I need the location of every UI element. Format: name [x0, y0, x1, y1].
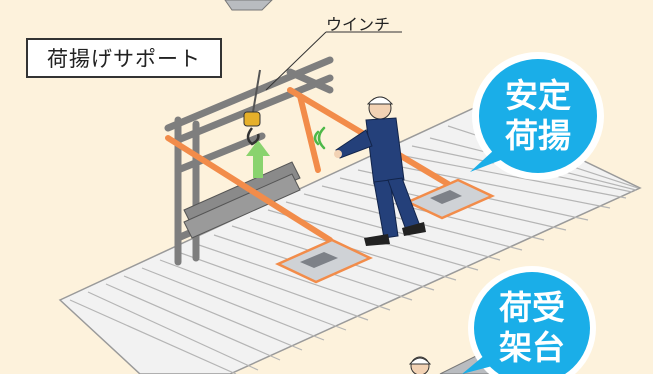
partial-panel-top — [224, 0, 273, 11]
remote-signal — [313, 126, 326, 150]
title-label: 荷揚げサポート — [26, 38, 222, 78]
worker-partial — [408, 356, 432, 374]
badge-top-line2: 荷揚 — [505, 116, 571, 155]
badge-bottom-shape — [462, 266, 596, 374]
badge-bottom-line1: 荷受 — [499, 288, 565, 327]
winch-hook — [243, 69, 261, 146]
lift-arrow — [246, 140, 270, 178]
base-pad-right — [404, 178, 496, 220]
badge-bottom-line2: 架台 — [499, 328, 565, 367]
base-pad-left — [275, 238, 373, 284]
badge-stable-lifting: 安定 荷揚 — [478, 76, 598, 156]
badge-top-line1: 安定 — [505, 76, 571, 115]
winch-label: ウインチ — [326, 15, 391, 34]
badge-top-shape — [470, 52, 604, 180]
winch-leader-line — [265, 31, 327, 91]
badge-receiving-stand: 荷受 架台 — [472, 288, 592, 368]
worker — [334, 96, 426, 246]
